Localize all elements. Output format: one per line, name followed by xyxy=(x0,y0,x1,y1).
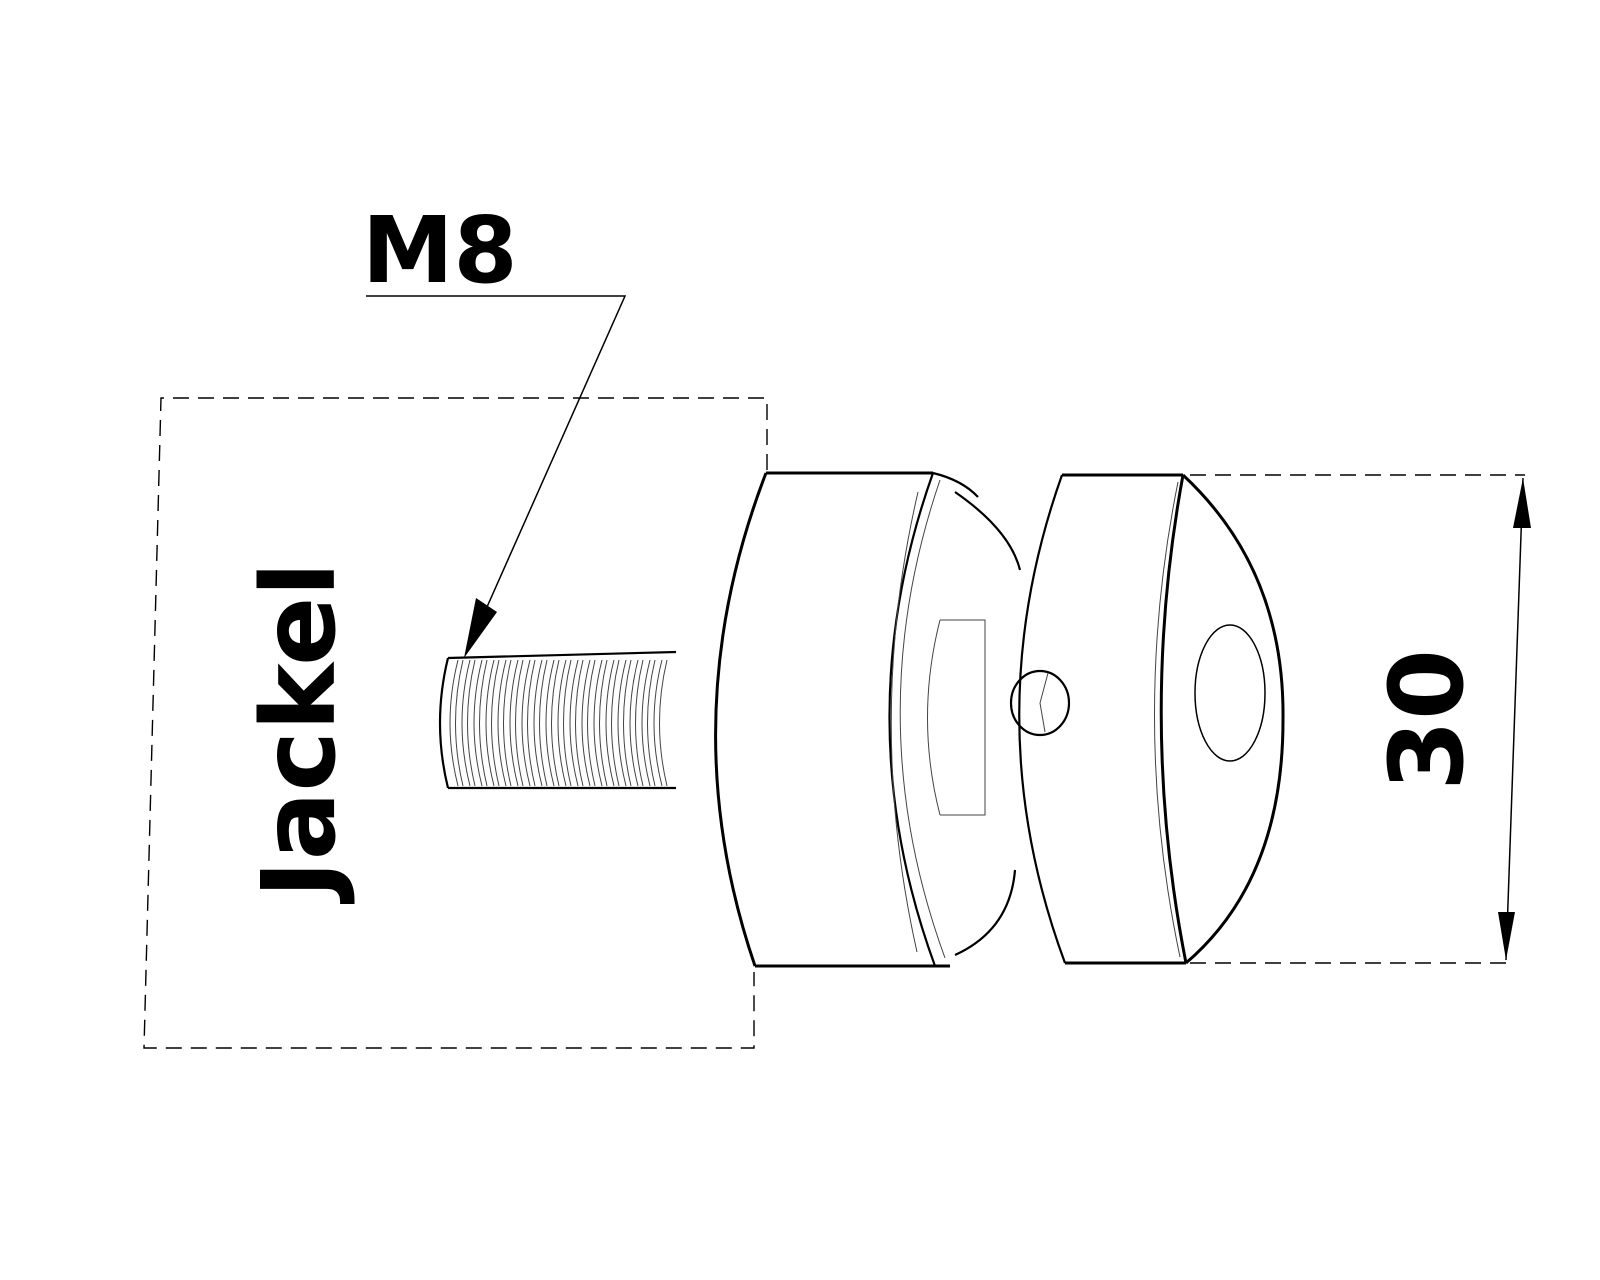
thread-root xyxy=(479,659,488,787)
thread-size-label: M8 xyxy=(362,197,518,304)
neck-connector xyxy=(927,491,1022,957)
thread-root xyxy=(455,659,464,787)
thread-root xyxy=(563,659,572,787)
center-bore xyxy=(1194,624,1266,762)
threaded-bolt xyxy=(438,650,677,790)
dimension-arrow-bottom xyxy=(1498,912,1515,960)
thread-crest xyxy=(593,659,603,787)
thread-crest xyxy=(641,659,651,787)
thread-root xyxy=(551,659,560,787)
thread-crest xyxy=(605,659,615,787)
thread-crest xyxy=(521,659,531,787)
thread-root xyxy=(515,659,524,787)
thread-root xyxy=(599,659,608,787)
thread-crest xyxy=(629,659,639,787)
thread-root xyxy=(647,659,656,787)
material-label: Jackel xyxy=(240,562,359,904)
thread-root xyxy=(611,659,620,787)
thread-crest xyxy=(581,659,591,787)
thread-leader-arrowhead xyxy=(464,598,497,658)
thread-root xyxy=(467,659,476,787)
thread-crest xyxy=(509,659,519,787)
thread-crest xyxy=(533,659,543,787)
bolt-threads xyxy=(449,659,668,787)
thread-leader-line xyxy=(366,295,627,635)
thread-crest xyxy=(497,659,507,787)
dimension-value: 30 xyxy=(1368,649,1487,791)
thread-root xyxy=(491,659,500,787)
thread-root xyxy=(527,659,536,787)
thread-crest xyxy=(569,659,579,787)
thread-crest xyxy=(545,659,555,787)
height-dimension xyxy=(1190,474,1531,964)
thread-root xyxy=(635,659,644,787)
thread-crest xyxy=(449,659,459,787)
thread-root xyxy=(659,659,668,787)
rear-disc xyxy=(714,471,979,968)
thread-crest xyxy=(461,659,471,787)
glass-panel-outline xyxy=(143,397,768,1049)
dimension-arrow-top xyxy=(1513,478,1531,528)
thread-root xyxy=(539,659,548,787)
thread-root xyxy=(587,659,596,787)
thread-crest xyxy=(653,659,663,787)
thread-crest xyxy=(473,659,483,787)
set-screw-hole xyxy=(1009,669,1071,737)
thread-crest xyxy=(617,659,627,787)
thread-root xyxy=(503,659,512,787)
thread-root xyxy=(623,659,632,787)
front-disc xyxy=(1018,473,1285,965)
thread-root xyxy=(575,659,584,787)
thread-crest xyxy=(485,659,495,787)
thread-crest xyxy=(557,659,567,787)
